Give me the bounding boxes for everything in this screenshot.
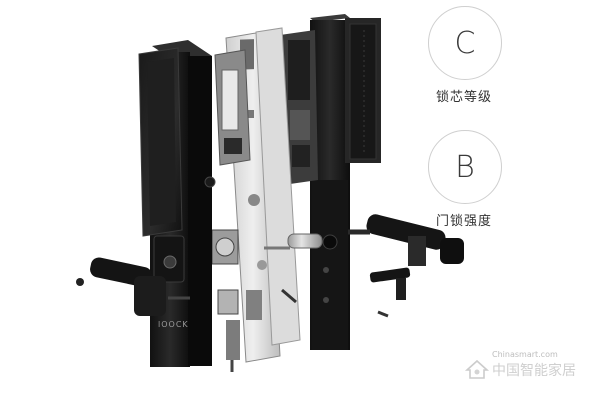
lock-cylinder-grade-letter: C xyxy=(454,25,476,61)
lock-strength-grade-caption: 门锁强度 xyxy=(435,214,492,229)
thumb-turn-part xyxy=(369,267,411,300)
screws-part xyxy=(281,288,389,318)
lock-cylinder-grade-circle: C xyxy=(428,6,502,80)
front-panel-part xyxy=(138,40,216,367)
watermark-name: 中国智能家居 xyxy=(492,363,576,379)
lock-cylinder-grade-caption: 锁芯等级 xyxy=(435,90,492,105)
watermark: Chinasmart.com 中国智能家居 xyxy=(462,348,592,388)
lock-strength-grade-letter: B xyxy=(455,149,475,185)
inner-handle-part xyxy=(348,214,464,266)
outer-handle-part xyxy=(76,257,190,316)
spindle-part xyxy=(264,233,323,250)
latch-mechanism-part xyxy=(211,229,240,372)
watermark-logo-icon xyxy=(464,359,490,379)
circuit-board-part xyxy=(280,30,318,185)
watermark-site: Chinasmart.com xyxy=(492,350,558,359)
lock-strength-grade-circle: B xyxy=(428,130,502,204)
rear-cover-part xyxy=(310,14,381,350)
brand-logo: lOOCK xyxy=(158,320,189,329)
control-module-part xyxy=(214,49,251,166)
